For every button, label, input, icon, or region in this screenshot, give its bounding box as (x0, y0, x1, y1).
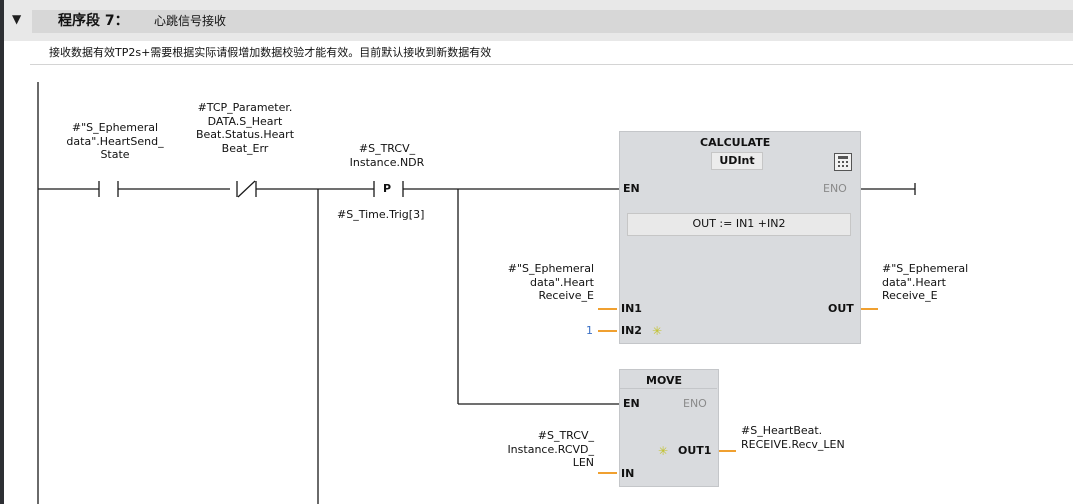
new-pin-sparkle-icon[interactable]: ✳ (652, 324, 663, 338)
collapse-triangle-icon[interactable]: ▼ (12, 12, 22, 26)
edge-memory-operand[interactable]: #S_Time.Trig[3] (337, 208, 425, 221)
calculate-type[interactable]: UDInt (711, 152, 763, 170)
editor-left-frame (0, 0, 4, 504)
network-title-bar[interactable] (32, 10, 1073, 33)
calculate-box[interactable] (619, 131, 861, 344)
new-pin-sparkle-icon[interactable]: ✳ (658, 444, 669, 458)
positive-edge-symbol: P (383, 182, 392, 195)
calculate-out-operand[interactable]: #"S_Ephemeral data".Heart Receive_E (882, 262, 969, 302)
move-en-pin: EN (623, 397, 640, 410)
contact3-operand[interactable]: #S_TRCV_ Instance.NDR (349, 142, 425, 169)
calculator-icon[interactable] (834, 153, 852, 171)
network-comment[interactable]: 接收数据有效TP2s+需要根据实际请假增加数据校验才能有效。目前默认接收到新数据… (49, 46, 492, 59)
contact2-slash (237, 180, 256, 198)
calculate-title: CALCULATE (700, 136, 771, 149)
contact1-operand[interactable]: #"S_Ephemeral data".HeartSend_ State (66, 121, 164, 161)
calculate-in1-operand[interactable]: #"S_Ephemeral data".Heart Receive_E (507, 262, 594, 302)
network-header: ▼ 程序段 7： 心跳信号接收 (4, 0, 1073, 41)
network-number: 程序段 7： (58, 13, 129, 29)
move-title: MOVE (646, 374, 683, 387)
contact2-operand[interactable]: #TCP_Parameter. DATA.S_Heart Beat.Status… (195, 101, 295, 155)
move-in-operand[interactable]: #S_TRCV_ Instance.RCVD_ LEN (507, 429, 594, 469)
move-eno-pin: ENO (683, 397, 707, 410)
calculate-in2-pin: IN2 (621, 324, 642, 337)
move-out1-operand[interactable]: #S_HeartBeat. RECEIVE.Recv_LEN (741, 424, 845, 451)
calculate-eno-pin: ENO (823, 182, 847, 195)
calculate-en-pin: EN (623, 182, 640, 195)
network-title[interactable]: 心跳信号接收 (154, 14, 227, 28)
calculate-out-pin: OUT (828, 302, 854, 315)
calculate-in1-pin: IN1 (621, 302, 642, 315)
calculate-in2-constant[interactable]: 1 (586, 324, 593, 337)
move-out1-pin: OUT1 (678, 444, 712, 457)
move-in-pin: IN (621, 467, 635, 480)
calculate-expression[interactable]: OUT := IN1 +IN2 (627, 213, 851, 236)
comment-divider (30, 64, 1073, 65)
move-title-divider (619, 388, 717, 389)
